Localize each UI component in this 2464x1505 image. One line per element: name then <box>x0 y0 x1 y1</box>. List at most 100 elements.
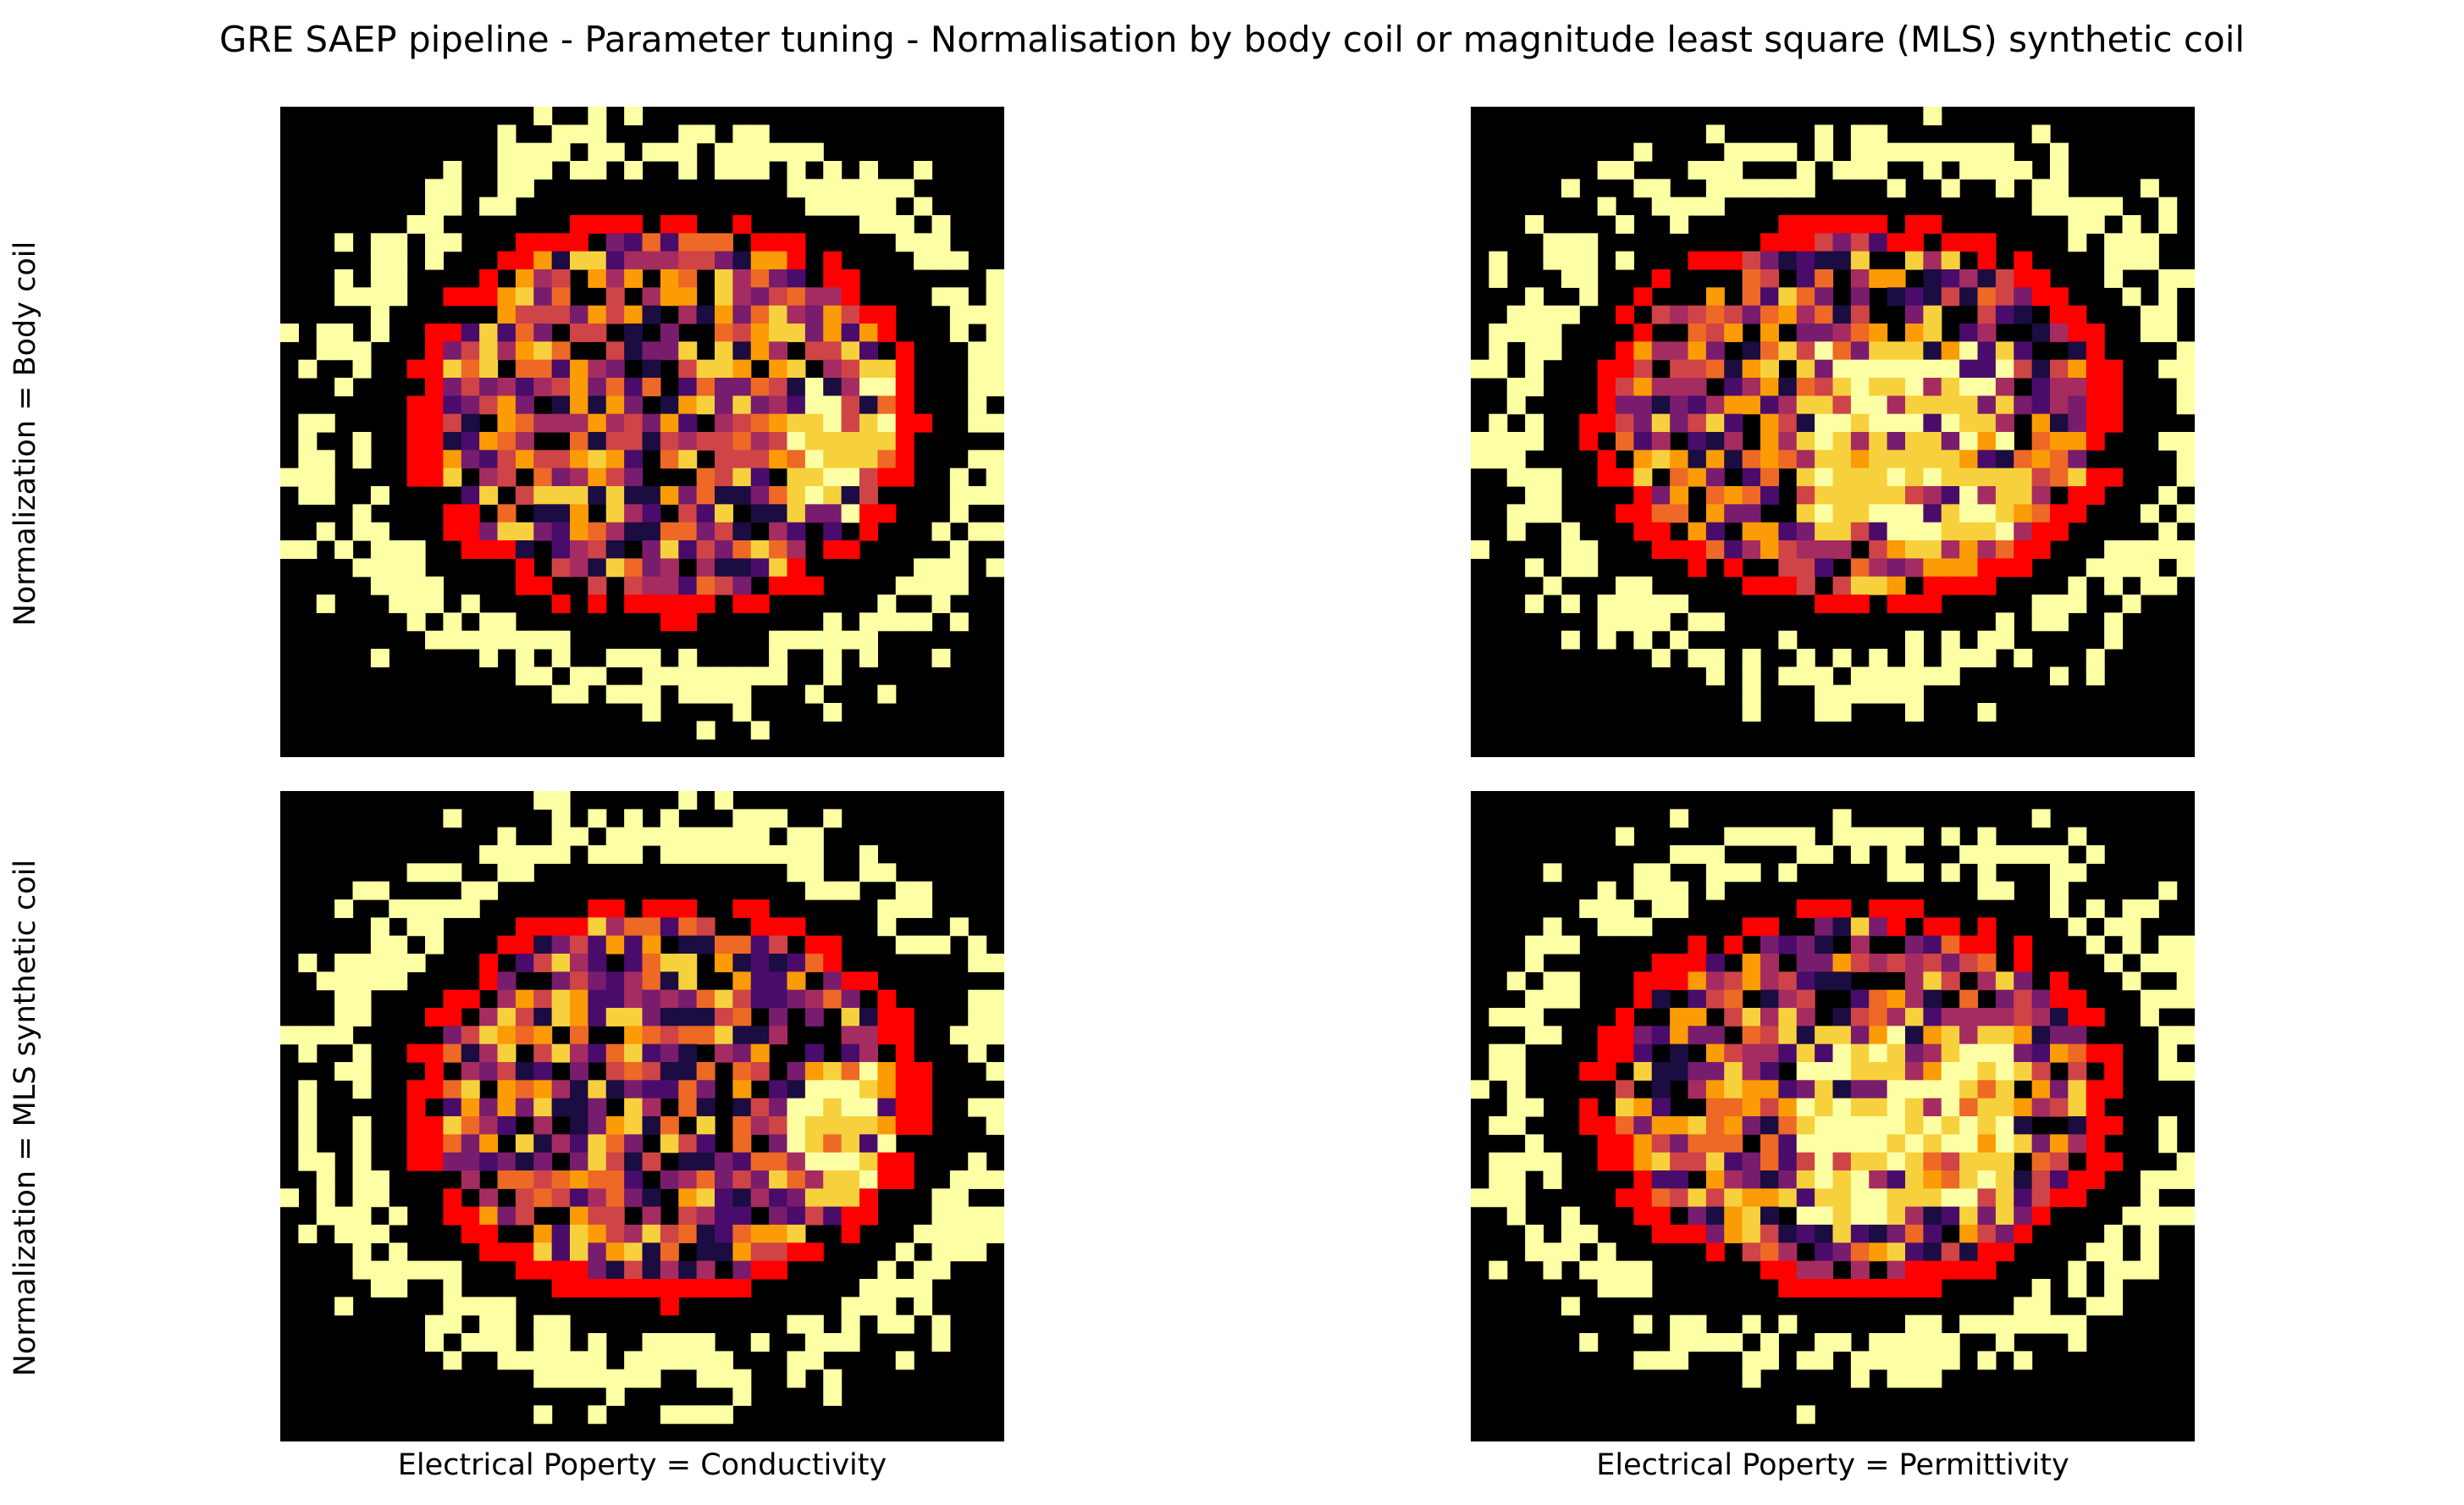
heatmap-cell <box>660 989 679 1009</box>
heatmap-cell <box>841 432 860 451</box>
heatmap-cell <box>804 486 824 505</box>
heatmap-cell <box>316 486 335 505</box>
heatmap-cell <box>696 1116 715 1135</box>
heatmap-cell <box>334 1008 354 1026</box>
heatmap-cell <box>823 1152 843 1171</box>
heatmap-cell <box>1616 1026 1634 1045</box>
heatmap-cell <box>1616 251 1634 270</box>
heatmap-cell <box>1850 1026 1870 1045</box>
heatmap-cell <box>298 432 318 451</box>
heatmap-cell <box>624 522 644 541</box>
heatmap-cell <box>2050 1314 2069 1334</box>
heatmap-cell <box>1959 359 1979 379</box>
heatmap-cell <box>804 935 824 954</box>
heatmap-cell <box>497 989 517 1009</box>
heatmap-cell <box>624 432 644 451</box>
heatmap-cell <box>1597 196 1616 216</box>
heatmap-cell <box>1796 1260 1815 1280</box>
heatmap-cell <box>696 935 715 954</box>
heatmap-cell <box>859 378 878 396</box>
heatmap-cell <box>949 540 969 559</box>
heatmap-cell <box>769 341 788 361</box>
heatmap-cell <box>750 1170 770 1189</box>
heatmap-cell <box>678 1188 698 1208</box>
heatmap-cell <box>352 504 372 523</box>
heatmap-cell <box>1670 413 1689 433</box>
heatmap-cell <box>1815 1062 1834 1081</box>
heatmap-cell <box>841 630 860 650</box>
heatmap-cell <box>2086 845 2105 864</box>
heatmap-cell <box>588 1170 607 1189</box>
heatmap-cell <box>2050 863 2069 883</box>
heatmap-cell <box>2176 989 2195 1009</box>
heatmap-cell <box>1815 935 1834 954</box>
heatmap-cell <box>715 1152 733 1171</box>
heatmap-cell <box>551 1351 571 1370</box>
heatmap-cell <box>1869 341 1888 361</box>
heatmap-cell <box>2031 1080 2051 1099</box>
heatmap-cell <box>1850 684 1870 704</box>
heatmap-cell <box>479 1242 499 1262</box>
heatmap-cell <box>1923 215 1942 234</box>
heatmap-cell <box>804 341 824 361</box>
heatmap-cell <box>1688 251 1707 270</box>
heatmap-cell <box>859 413 878 433</box>
heatmap-cell <box>1796 1225 1815 1243</box>
heatmap-cell <box>804 378 824 396</box>
heatmap-cell <box>497 1297 517 1316</box>
heatmap-cell <box>986 1206 1004 1226</box>
heatmap-cell <box>533 917 553 937</box>
heatmap-cell <box>769 450 788 469</box>
heatmap-cell <box>1869 540 1888 559</box>
heatmap-cell <box>1815 1152 1834 1171</box>
heatmap-cell <box>461 413 480 433</box>
heatmap-cell <box>1887 1333 1906 1352</box>
heatmap-cell <box>1869 899 1888 918</box>
heatmap-cell <box>1959 287 1979 307</box>
heatmap-cell <box>352 989 372 1009</box>
heatmap-cell <box>1995 359 2014 379</box>
heatmap-cell <box>1850 1351 1870 1370</box>
heatmap-cell <box>1905 504 1924 523</box>
heatmap-cell <box>696 667 715 686</box>
heatmap-cell <box>787 522 806 541</box>
heatmap-cell <box>715 504 733 523</box>
heatmap-cell <box>1850 954 1870 972</box>
heatmap-cell <box>1923 1152 1942 1171</box>
heatmap-cell <box>1724 1152 1743 1171</box>
heatmap-cell <box>1995 269 2014 288</box>
heatmap-cell <box>769 233 788 252</box>
heatmap-cell <box>497 161 517 180</box>
heatmap-cell <box>425 251 444 270</box>
heatmap-cell <box>750 1152 770 1171</box>
heatmap-cell <box>841 305 860 324</box>
heatmap-cell <box>1850 359 1870 379</box>
heatmap-cell <box>533 251 553 270</box>
heatmap-cell <box>750 899 770 918</box>
heatmap-cell <box>443 450 462 469</box>
heatmap-cell <box>2050 468 2069 487</box>
heatmap-cell <box>823 324 843 342</box>
heatmap-cell <box>605 989 625 1009</box>
heatmap-cell <box>732 684 752 704</box>
heatmap-cell <box>1543 233 1562 252</box>
heatmap-cell <box>1633 971 1653 991</box>
heatmap-cell <box>2140 1260 2159 1280</box>
heatmap-cell <box>588 1098 607 1117</box>
heatmap-cell <box>914 881 933 900</box>
heatmap-cell <box>425 1062 444 1081</box>
heatmap-cell <box>316 595 335 613</box>
heatmap-cell <box>1616 595 1634 613</box>
heatmap-cell <box>660 612 679 632</box>
heatmap-cell <box>2068 324 2087 342</box>
heatmap-cell <box>605 396 625 415</box>
heatmap-cell <box>1760 142 1779 162</box>
heatmap-cell <box>624 935 644 954</box>
heatmap-cell <box>2158 540 2178 559</box>
heatmap-cell <box>1705 251 1725 270</box>
heatmap-cell <box>352 341 372 361</box>
heatmap-cell <box>2104 1225 2124 1243</box>
heatmap-cell <box>678 359 698 379</box>
heatmap-cell <box>1977 1242 1997 1262</box>
heatmap-cell <box>370 649 389 667</box>
